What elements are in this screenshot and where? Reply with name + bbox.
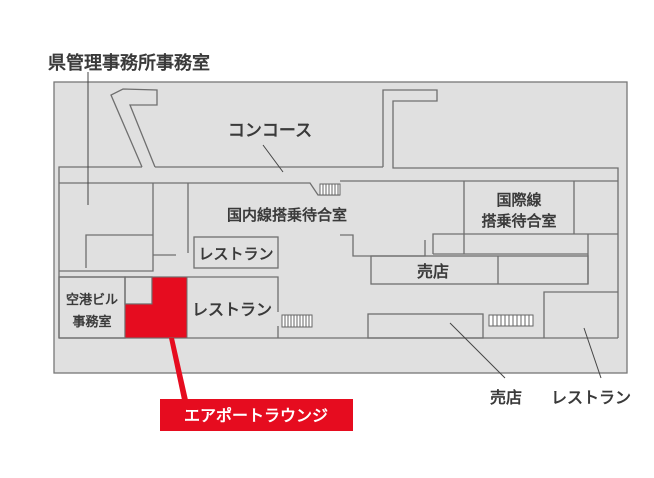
stairs-icon xyxy=(281,314,313,328)
pref-office-label: 県管理事務所事務室 xyxy=(48,52,210,74)
stairs-icon xyxy=(488,314,534,327)
office-label-2: 事務室 xyxy=(72,314,111,330)
airport-lounge-area[interactable] xyxy=(124,276,188,339)
intl-waiting-label-1: 国際線 xyxy=(496,191,541,209)
stairs-icon xyxy=(319,183,341,196)
airport-lounge-callout[interactable]: エアポートラウンジ xyxy=(160,399,353,431)
domestic-waiting-label: 国内線搭乗待合室 xyxy=(227,206,347,224)
shop-outside-label: 売店 xyxy=(490,388,522,407)
leader-line xyxy=(583,327,602,379)
office-label-1: 空港ビル xyxy=(66,292,118,308)
airport-lounge-label: エアポートラウンジ xyxy=(184,406,328,425)
restaurant-outside-label: レストラン xyxy=(551,388,631,407)
restaurant-lower-label: レストラン xyxy=(192,300,272,319)
concourse-label: コンコース xyxy=(228,121,312,141)
leader-line xyxy=(449,322,506,379)
walls xyxy=(58,88,619,339)
shop-inner-label: 売店 xyxy=(417,262,449,281)
leader-line xyxy=(262,144,284,173)
lounge-leader xyxy=(169,338,188,400)
intl-waiting-label-2: 搭乗待合室 xyxy=(481,212,556,230)
restaurant-upper-label: レストラン xyxy=(198,245,273,263)
